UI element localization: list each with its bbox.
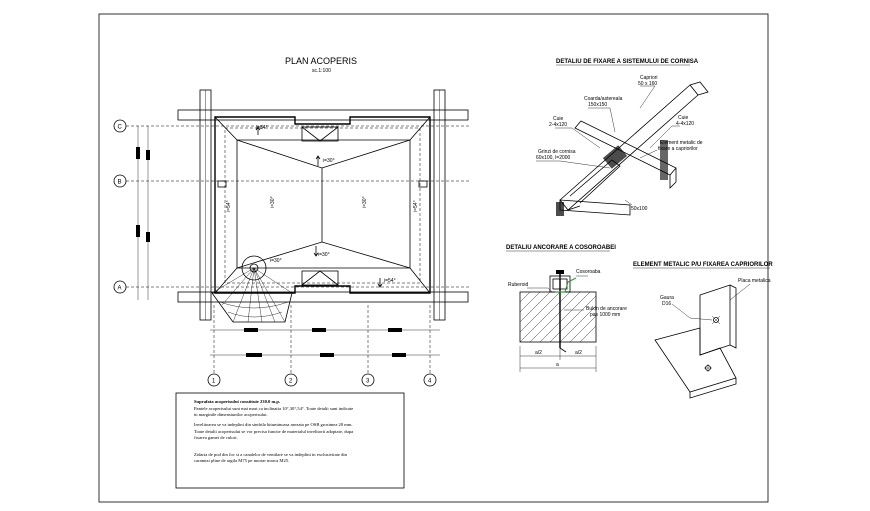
label-grinzi-size: 60x100, l=2000 xyxy=(536,155,571,161)
label-element: Element metalic de xyxy=(660,140,703,146)
slope-ridge-top: i=30° xyxy=(323,158,335,164)
dim-a: a xyxy=(556,362,559,368)
axis-4: 4 xyxy=(428,379,432,385)
label-coarda-size: 150x150 xyxy=(588,102,607,108)
label-cuie-right: Cuie xyxy=(678,115,689,121)
detail-cornice-title: DETALIU DE FIXARE A SISTEMULUI DE CORNIS… xyxy=(556,59,699,65)
notes-box: Suprafata acoperisului constituie 230.0 … xyxy=(175,392,405,489)
label-capriori-size: 50 x 160 xyxy=(638,81,657,87)
note-line-6: fixarea gamei de culori. xyxy=(194,435,238,440)
axis-letters: C B A xyxy=(113,119,470,300)
note-line-9: caramizi pline de argila M75 pe mortar m… xyxy=(194,458,289,463)
slope-bottom-right: i=54° xyxy=(384,278,396,284)
roof-tower xyxy=(211,255,293,323)
label-gaura-size: D16 xyxy=(662,301,671,307)
note-line-3: in marginile dimensiunilor acoperisului. xyxy=(194,412,268,417)
detail-anchor: DETALIU ANCORARE A COSOROABEI Cosoroaba … xyxy=(506,245,627,372)
label-coarda: Coarda/astereala xyxy=(584,96,623,102)
detail-metal-title: ELEMENT METALIC P/U FIXAREA CAPRIORILOR xyxy=(633,262,773,268)
label-gaura: Gaura xyxy=(660,295,674,301)
note-line-8: Zidaria de pod din foc si a canalelor de… xyxy=(194,452,348,457)
dim-half-left: a/2 xyxy=(535,350,542,356)
label-capriori: Capriori xyxy=(640,75,658,81)
slope-left-edge: i=54° xyxy=(226,200,232,212)
slope-bottom-left: i=30° xyxy=(270,258,282,264)
axis-3: 3 xyxy=(366,379,370,385)
label-bulon: Bulon de ancorare xyxy=(586,306,627,312)
slope-right-edge: i=54° xyxy=(413,200,419,212)
label-bulon-size: pas 1000 mm xyxy=(590,312,620,318)
label-grinzi: Grinzi de cornisa xyxy=(538,149,576,155)
label-cuie-left: Cuie xyxy=(553,116,564,122)
note-line-4: Invelitoarea se va indeplini din sindril… xyxy=(194,422,353,427)
note-line-1: Suprafata acoperisului constituie 230.0 … xyxy=(194,399,280,404)
label-cuie-right-size: 4-4x120 xyxy=(676,121,694,127)
label-bottom: 50x100 xyxy=(631,206,648,212)
plan-scale: sc.1:100 xyxy=(312,68,331,74)
slope-top: i=54° xyxy=(256,125,268,131)
label-placa: Placa metalica xyxy=(738,278,771,284)
note-line-5: Toate detalii acoperisului se vor precis… xyxy=(194,429,353,435)
dim-half-right: a/2 xyxy=(575,350,582,356)
plan-title: PLAN ACOPERIS xyxy=(285,56,357,66)
axis-numbers: 1 2 3 4 xyxy=(207,373,437,387)
slope-right-field: i=30° xyxy=(362,196,368,208)
slope-ridge-bottom: i=30° xyxy=(318,252,330,258)
note-line-2: Pantele acoperisului sunt mai mari ca in… xyxy=(194,406,353,412)
detail-anchor-title: DETALIU ANCORARE A COSOROABEI xyxy=(506,245,616,251)
roof-plan: PLAN ACOPERIS sc.1:100 C B A xyxy=(113,56,470,387)
axis-a: A xyxy=(118,286,122,292)
label-ruberoid: Ruberoid xyxy=(508,282,529,288)
axis-b: B xyxy=(118,180,122,186)
axis-1: 1 xyxy=(212,379,216,385)
detail-metal: ELEMENT METALIC P/U FIXAREA CAPRIORILOR … xyxy=(633,262,773,399)
label-cuie-left-size: 2-4x120 xyxy=(549,122,567,128)
axis-c: C xyxy=(118,125,123,131)
label-element2: fixare a capriorilor xyxy=(658,146,698,152)
axis-2: 2 xyxy=(289,379,293,385)
slope-left-field: i=30° xyxy=(270,196,276,208)
detail-cornice: DETALIU DE FIXARE A SISTEMULUI DE CORNIS… xyxy=(536,59,709,216)
sheet-border xyxy=(98,13,769,503)
label-cosoroaba: Cosoroaba xyxy=(576,269,601,275)
